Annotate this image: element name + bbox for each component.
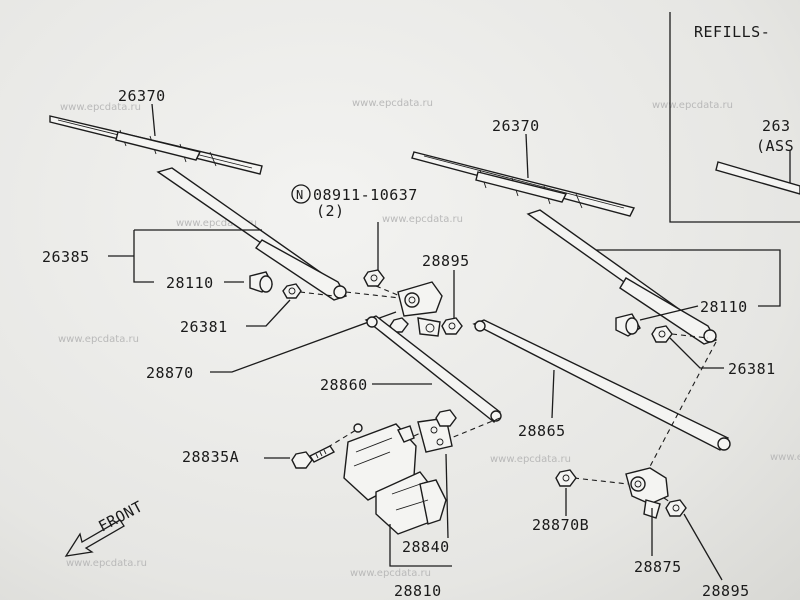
pivot-28870: [389, 281, 443, 337]
refill-strip: [715, 161, 800, 195]
leader-28810: [389, 524, 452, 567]
label-28895-top: 28895: [422, 252, 470, 270]
leader-26381-right: [669, 337, 724, 369]
label-28835a: 28835A: [182, 448, 239, 466]
label-28840: 28840: [402, 538, 450, 556]
wiper-motor-28810: [343, 423, 447, 535]
pivot-28875: [625, 467, 669, 519]
watermark-text: www.epcdata.ru: [58, 334, 139, 345]
wiper-blade-left: [49, 115, 263, 175]
watermark-text: www.epcdata.ru: [66, 558, 147, 569]
dash-nut-08911: [375, 285, 401, 297]
leader-28840: [445, 453, 449, 539]
label-08911-10637: 08911-10637: [313, 186, 418, 204]
nut-08911: [363, 269, 385, 287]
inset-title: REFILLS-: [694, 23, 770, 41]
label-28110-left: 28110: [166, 274, 214, 292]
leader-26385: [108, 229, 262, 283]
label-26381-left: 26381: [180, 318, 228, 336]
watermark-text: www.epcdata.ru: [60, 102, 141, 113]
leader-26381-left: [246, 299, 291, 327]
watermark-text: www.epcdata.ru: [350, 568, 431, 579]
leader-28110-right: [639, 305, 699, 321]
label-28110-right: 28110: [700, 298, 748, 316]
label-26381-right: 26381: [728, 360, 776, 378]
dash-link-rod: [445, 417, 501, 441]
dash-motor-bracket: [413, 423, 441, 437]
watermark-text: www.epcdata.ru: [652, 100, 733, 111]
cap-28110-left: [249, 271, 273, 293]
label-28860: 28860: [320, 376, 368, 394]
link-rod-28860: [364, 315, 502, 424]
cap-28110-right: [615, 313, 641, 337]
watermark-text: www.epcdata.ru: [352, 98, 433, 109]
wiper-arm-right: [526, 209, 718, 345]
bolt-28835a: [291, 445, 336, 469]
dash-motor-bolt: [319, 429, 357, 453]
nut-26381-right: [651, 325, 673, 343]
label-28875: 28875: [634, 558, 682, 576]
label-28810: 28810: [394, 582, 442, 600]
label-26370-left: 26370: [118, 87, 166, 105]
n-symbol: N: [296, 188, 304, 202]
link-rod-28865: [472, 319, 731, 451]
inset-border: [669, 12, 800, 223]
watermark-text: www.epcdata.ru: [770, 452, 800, 463]
leader-arm-right: [596, 249, 781, 307]
leader-28870: [210, 311, 397, 373]
leader-28865: [551, 369, 555, 419]
dash-arm-right: [671, 333, 709, 339]
nut-26381-left: [282, 283, 302, 299]
n-symbol-circle: [291, 184, 311, 204]
leader-26370-right: [525, 133, 529, 179]
label-28870: 28870: [146, 364, 194, 382]
dash-arm-left: [299, 291, 335, 297]
leader-28895-bottom: [683, 513, 723, 581]
watermarks: www.epcdata.ru www.epcdata.ru www.epcdat…: [58, 98, 800, 579]
inset-note: (ASS: [756, 137, 794, 155]
watermark-text: www.epcdata.ru: [176, 218, 257, 229]
dash-pivot-left: [345, 291, 401, 299]
refills-inset: REFILLS- 263 (ASS: [669, 12, 800, 223]
nut-28895-top: [441, 317, 463, 335]
wiper-blade-right: [411, 151, 636, 217]
label-08911-qty: (2): [316, 202, 345, 220]
nut-28895-bottom: [665, 499, 687, 517]
front-label: FRONT: [95, 497, 146, 535]
leader-26370-left: [151, 103, 156, 137]
label-28870b: 28870B: [532, 516, 589, 534]
bracket-28840: [417, 409, 457, 453]
label-26385: 26385: [42, 248, 90, 266]
inset-part-number: 263: [762, 117, 791, 135]
watermark-text: www.epcdata.ru: [490, 454, 571, 465]
nut-28870b: [555, 469, 577, 487]
dash-right-vertical: [645, 341, 717, 475]
label-26370-right: 26370: [492, 117, 540, 135]
front-arrow-icon: [64, 519, 125, 557]
label-28895-bottom: 28895: [702, 582, 750, 600]
label-28865: 28865: [518, 422, 566, 440]
watermark-text: www.epcdata.ru: [382, 214, 463, 225]
dash-28870b: [573, 477, 629, 485]
